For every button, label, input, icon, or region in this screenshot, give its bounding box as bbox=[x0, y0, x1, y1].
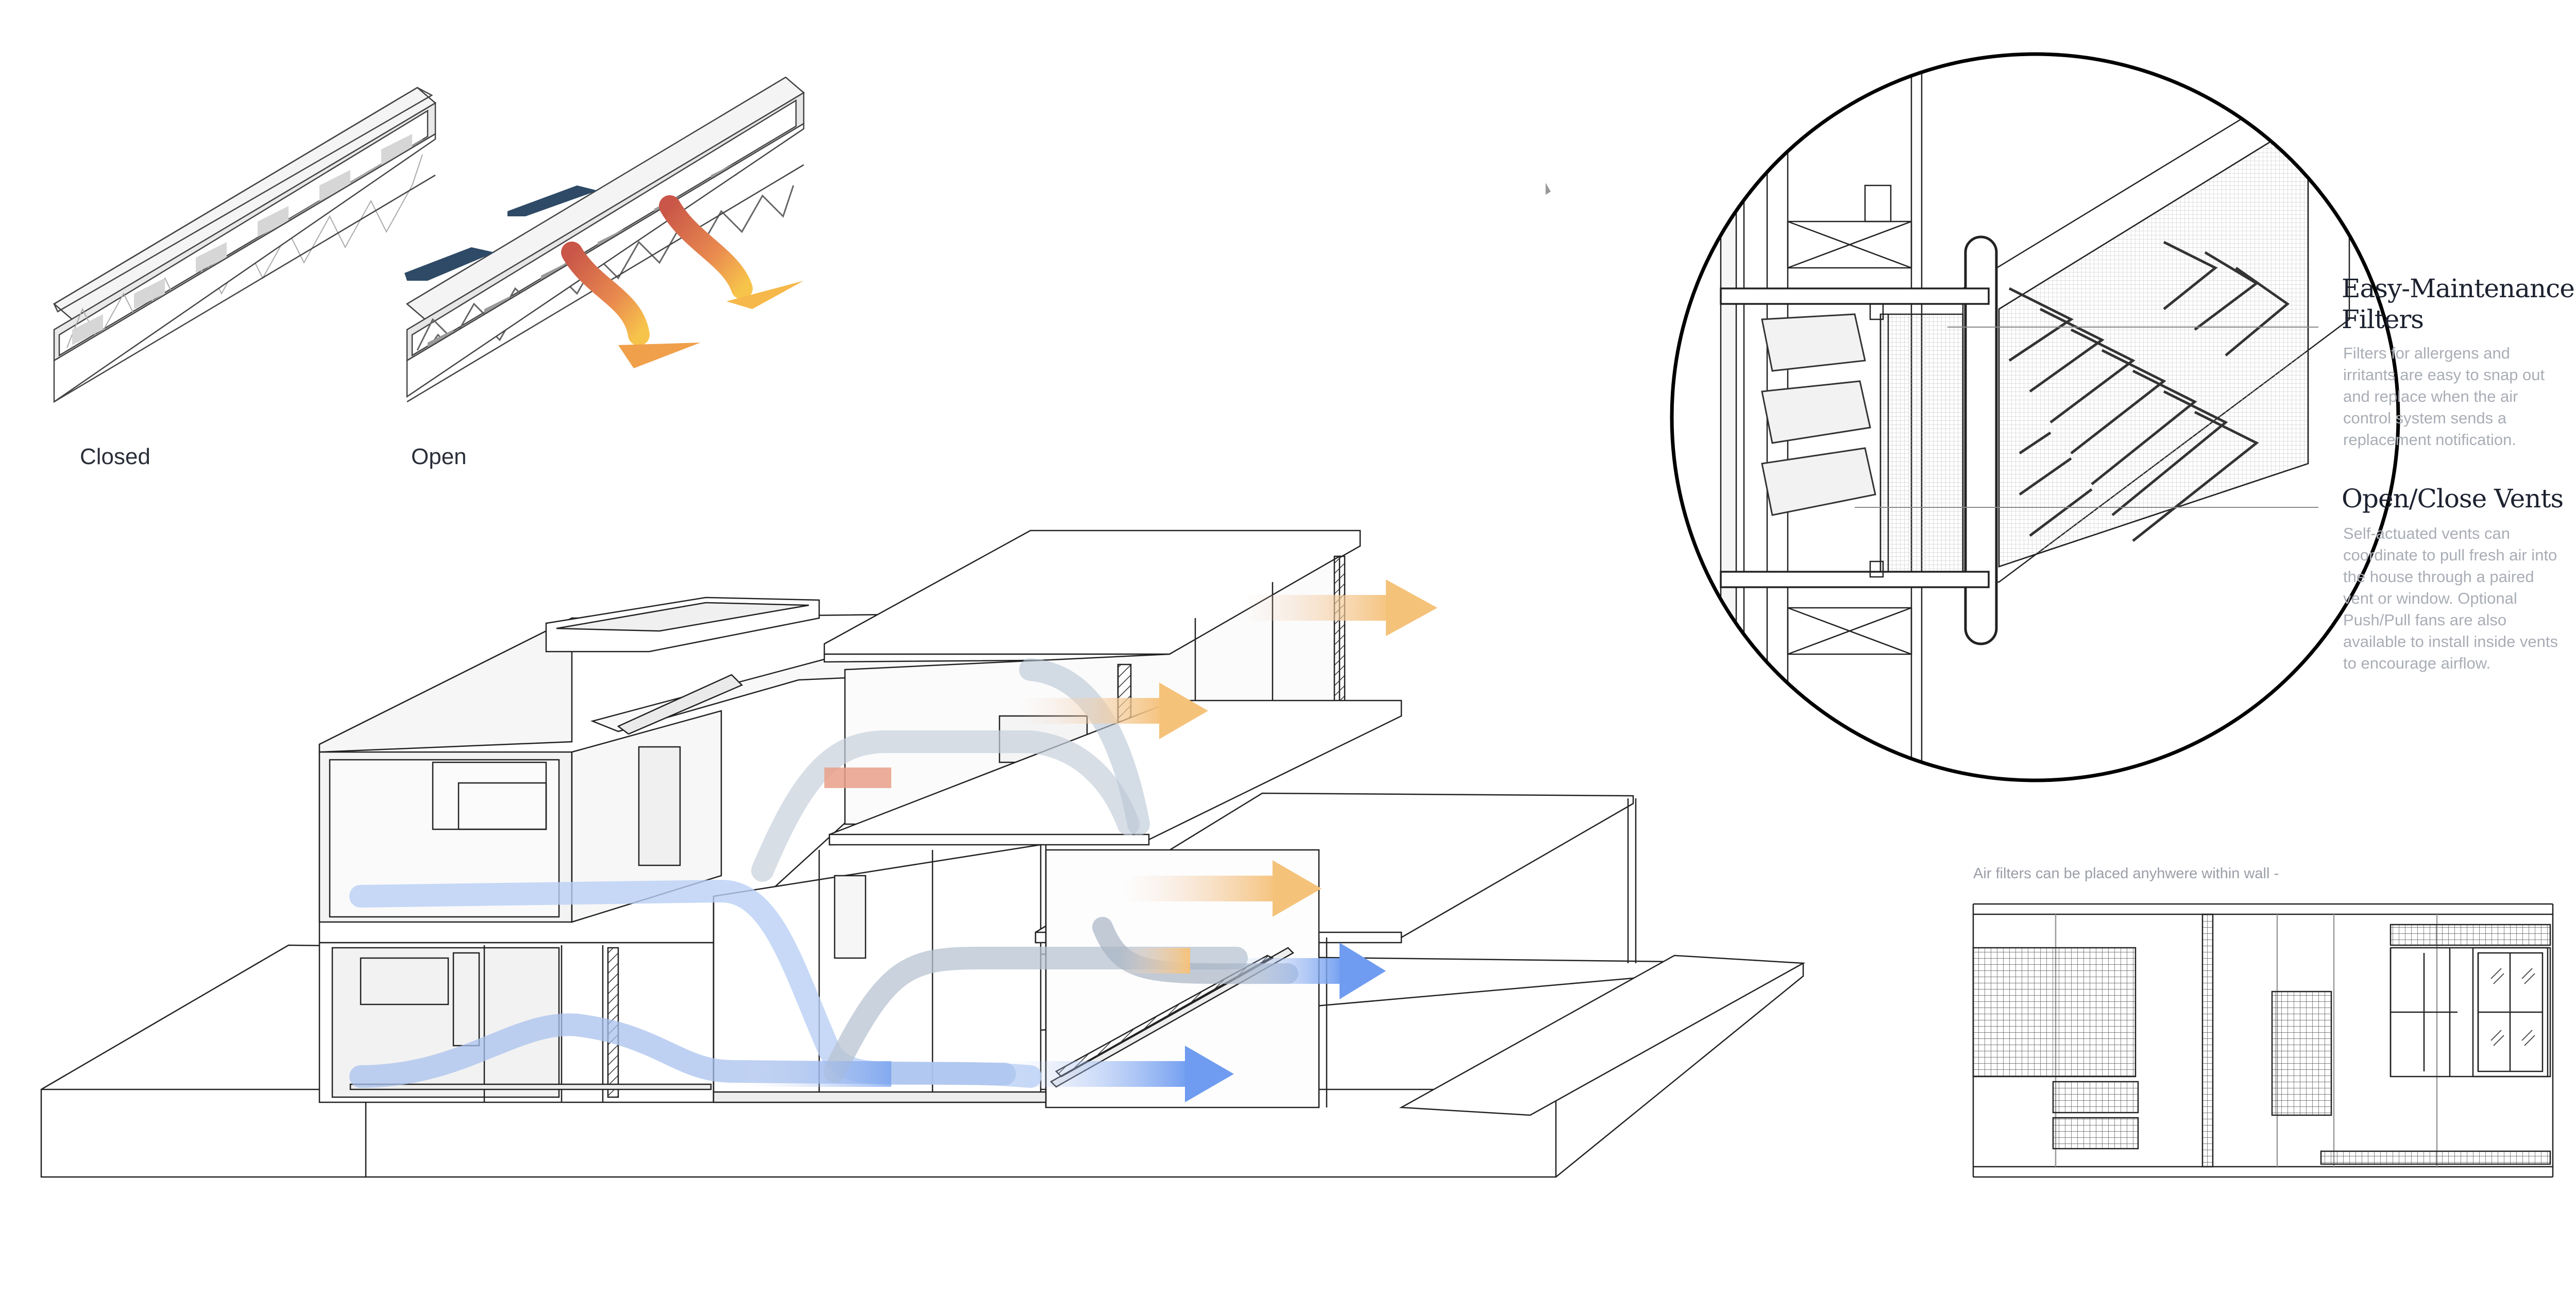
wall-filter-panel bbox=[2052, 1117, 2139, 1150]
open-label: Open bbox=[411, 444, 467, 469]
airflow-arrow-warm bbox=[561, 242, 650, 346]
wall-filter-panel bbox=[2201, 913, 2214, 1168]
vent-flap bbox=[404, 247, 495, 281]
wall-filter-panel bbox=[2052, 1081, 2139, 1114]
vents-title: Open/Close Vents bbox=[2342, 484, 2564, 514]
closed-vent-illustration bbox=[53, 87, 437, 403]
open-vent-illustration bbox=[405, 76, 805, 403]
wall-filter-panel bbox=[1972, 947, 2137, 1078]
filters-title: Easy-Maintenance Filters bbox=[2342, 273, 2575, 335]
closed-label: Closed bbox=[80, 444, 150, 469]
airflow-arrowhead bbox=[618, 343, 701, 368]
airflow-arrow-warm bbox=[659, 195, 753, 299]
cursor-mark bbox=[1546, 183, 1551, 195]
filters-body: Filters for allergens and irritants are … bbox=[2343, 344, 2545, 449]
vent-flap bbox=[507, 185, 598, 216]
filters-title-line2: Filters bbox=[2342, 304, 2424, 334]
vent-detail-callout bbox=[1670, 52, 2400, 782]
wall-elevation-diagram bbox=[1972, 903, 2554, 1178]
filters-title-line1: Easy-Maintenance bbox=[2342, 274, 2575, 303]
wall-filter-panel bbox=[2320, 1150, 2551, 1165]
wall-filter-panel bbox=[2389, 924, 2551, 946]
wall-window bbox=[2449, 947, 2549, 1078]
house-exit-arrows bbox=[742, 579, 1437, 1102]
wall-filters-note: Air filters can be placed anyhwere withi… bbox=[1973, 865, 2279, 882]
vents-body: Self-actuated vents can coordinate to pu… bbox=[2343, 524, 2558, 672]
wall-filter-panel bbox=[2271, 991, 2332, 1116]
airflow-arrowhead bbox=[726, 281, 804, 309]
